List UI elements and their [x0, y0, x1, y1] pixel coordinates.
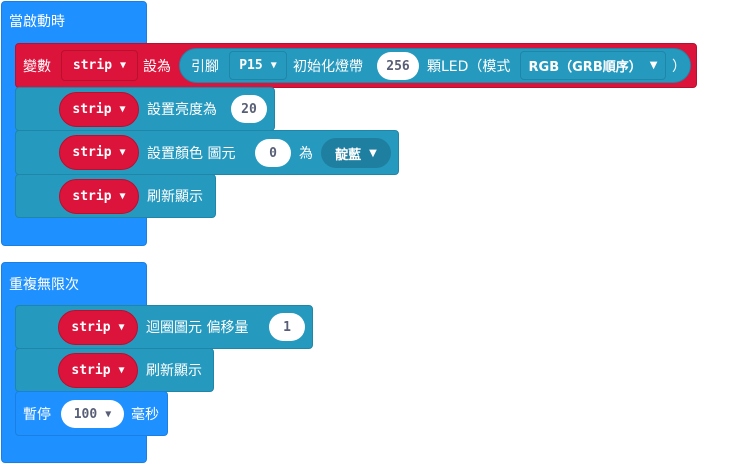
color-dropdown[interactable]: 靛藍 ▼	[321, 138, 391, 168]
init-label: 初始化燈帶	[293, 59, 363, 75]
pin-value: P15	[239, 58, 263, 73]
on-start-label: 當啟動時	[9, 14, 65, 30]
mode-value: RGB（GRB順序）	[528, 60, 642, 75]
set-pixel-color-block[interactable]: strip ▼ 設置顏色 圖元 0 為 靛藍 ▼	[15, 130, 399, 175]
color-value: 靛藍	[335, 147, 362, 163]
strip-variable[interactable]: strip ▼	[59, 135, 139, 170]
set-variable-block[interactable]: 變數 strip ▼ 設為 引腳 P15 ▼ 初始化燈帶 256 顆LED（模式 R…	[15, 43, 697, 88]
show-label: 刷新顯示	[146, 363, 202, 379]
forever-label: 重複無限次	[9, 277, 79, 293]
dropdown-arrow-icon: ▼	[369, 147, 377, 159]
dropdown-arrow-icon: ▼	[119, 147, 126, 158]
pixel-index-input[interactable]: 0	[255, 139, 291, 167]
variable-name: strip	[71, 320, 111, 335]
mode-dropdown[interactable]: RGB（GRB順序） ▼	[520, 51, 666, 80]
dropdown-arrow-icon: ▼	[649, 60, 658, 71]
variable-name: strip	[72, 102, 112, 117]
neopixel-create-block[interactable]: 引腳 P15 ▼ 初始化燈帶 256 顆LED（模式 RGB（GRB順序） ▼ ）	[179, 48, 691, 83]
dropdown-arrow-icon: ▼	[118, 365, 125, 376]
brightness-input[interactable]: 20	[231, 95, 267, 123]
pause-value: 100	[73, 406, 98, 422]
pin-label: 引腳	[191, 59, 219, 75]
show-block[interactable]: strip ▼ 刷新顯示	[15, 174, 216, 218]
pause-block[interactable]: 暫停 100 ▼ 毫秒	[15, 391, 168, 436]
pause-label: 暫停	[23, 406, 51, 423]
variable-name: strip	[72, 145, 112, 160]
close-paren: ）	[672, 59, 686, 75]
strip-variable[interactable]: strip ▼	[58, 310, 138, 345]
pause-duration-dropdown[interactable]: 100 ▼	[61, 400, 124, 428]
dropdown-arrow-icon: ▼	[120, 60, 127, 71]
set-var-label: 變數	[23, 58, 51, 75]
dropdown-arrow-icon: ▼	[118, 322, 125, 333]
dropdown-arrow-icon: ▼	[119, 104, 126, 115]
set-pixel-label: 設置顏色 圖元	[147, 145, 236, 162]
strip-variable[interactable]: strip ▼	[59, 179, 139, 214]
led-count-input[interactable]: 256	[377, 52, 419, 80]
dropdown-arrow-icon: ▼	[270, 60, 277, 71]
leds-mode-label: 顆LED（模式	[427, 59, 511, 75]
brightness-label: 設置亮度為	[147, 102, 217, 118]
strip-variable[interactable]: strip ▼	[59, 92, 139, 127]
strip-variable[interactable]: strip ▼	[58, 353, 138, 388]
variable-name: strip	[71, 363, 111, 378]
set-to-label: 設為	[143, 58, 171, 75]
show-block[interactable]: strip ▼ 刷新顯示	[15, 348, 214, 392]
dropdown-arrow-icon: ▼	[105, 408, 112, 420]
rotate-block[interactable]: strip ▼ 迴圈圖元 偏移量 1	[15, 305, 313, 349]
unit-label: 毫秒	[131, 406, 159, 423]
pin-dropdown[interactable]: P15 ▼	[229, 51, 287, 80]
variable-dropdown[interactable]: strip ▼	[61, 50, 138, 81]
dropdown-arrow-icon: ▼	[119, 191, 126, 202]
to-label: 為	[299, 145, 313, 162]
offset-input[interactable]: 1	[269, 313, 305, 341]
rotate-label: 迴圈圖元 偏移量	[146, 320, 249, 336]
show-label: 刷新顯示	[147, 189, 203, 205]
set-brightness-block[interactable]: strip ▼ 設置亮度為 20	[15, 87, 275, 131]
variable-name: strip	[72, 189, 112, 204]
variable-name: strip	[72, 58, 113, 73]
